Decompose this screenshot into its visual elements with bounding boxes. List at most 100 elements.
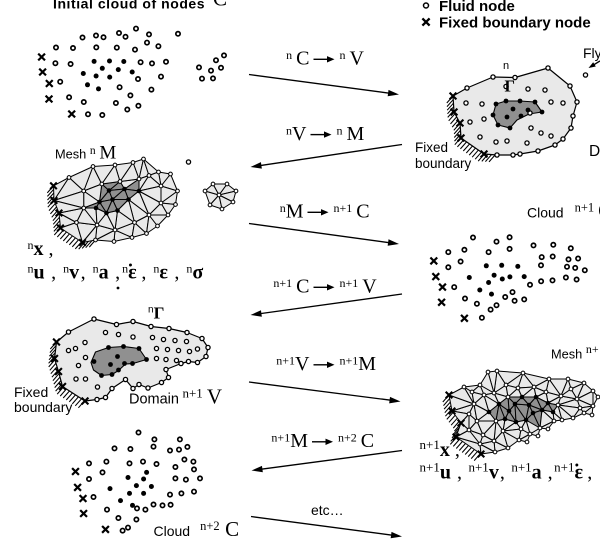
fixed-boundary-node-marker — [50, 354, 59, 363]
fluid-node-marker — [463, 100, 469, 106]
label-fixed-boundary-n1V2: boundary — [14, 399, 72, 415]
fixed-boundary-node-marker — [101, 525, 110, 534]
text-part: C — [225, 517, 239, 541]
fluid-node-marker — [485, 249, 492, 256]
arrow-nV-nM-shaft — [259, 143, 403, 167]
fluid-node-marker — [155, 223, 160, 229]
interior-node-marker — [495, 122, 501, 128]
interior-node-marker — [532, 99, 538, 105]
interior-node-marker — [122, 361, 127, 366]
interior-node-marker — [526, 402, 532, 408]
fluid-node-marker — [530, 242, 537, 249]
fluid-node-marker — [562, 274, 569, 281]
fluid-node-marker — [224, 181, 230, 187]
interior-node-marker — [477, 287, 483, 293]
interior-node-marker — [107, 74, 113, 80]
text-part: C — [357, 430, 374, 452]
hatch-stroke — [71, 396, 80, 405]
hatch-stroke — [48, 202, 56, 211]
fluid-node-marker — [567, 245, 574, 252]
interior-node-marker — [504, 114, 510, 120]
stray-dot — [116, 286, 120, 290]
interior-node-marker — [93, 73, 99, 79]
text-part: C — [292, 48, 309, 70]
fluid-node-marker — [126, 460, 133, 467]
fluid-node-marker — [518, 426, 524, 432]
fluid-node-marker — [66, 175, 72, 180]
hatch-stroke — [485, 153, 493, 162]
fluid-node-marker — [74, 220, 79, 225]
fluid-node-marker — [80, 98, 87, 105]
fluid-node-marker — [190, 458, 197, 465]
fluid-node-marker — [149, 334, 156, 341]
text-part: , — [110, 262, 120, 284]
label-n1V-n1M-from: n+1V — [276, 353, 310, 375]
interior-node-marker — [525, 107, 531, 113]
fluid-node-marker — [148, 323, 154, 330]
fluid-node-marker — [570, 113, 576, 119]
text-part: n+1 — [340, 276, 359, 290]
mesh-triangle — [560, 388, 578, 400]
fixed-boundary-node-marker — [448, 91, 458, 101]
arrow-nC-nV — [248, 73, 399, 97]
fluid-node-marker — [142, 506, 149, 513]
interior-node-marker — [108, 362, 113, 367]
hatch-stroke — [71, 239, 80, 248]
label-n1M-n2C-from: n+1M — [271, 430, 308, 452]
text-part: a — [532, 462, 542, 484]
fluid-node-marker — [167, 501, 174, 508]
fluid-node-marker — [158, 183, 164, 189]
fluid-node-marker — [477, 382, 483, 388]
hatch-stroke — [453, 129, 462, 138]
fluid-node-marker — [487, 306, 494, 313]
text-part: C — [598, 199, 600, 223]
fluid-node-marker — [219, 206, 225, 212]
fluid-node-marker — [196, 64, 203, 71]
fluid-node-marker — [493, 238, 500, 245]
fluid-node-marker — [451, 284, 458, 291]
fluid-node-marker — [538, 254, 545, 261]
interior-node-marker — [141, 476, 147, 482]
fluid-node-marker — [213, 57, 220, 64]
fluid-node-marker — [163, 58, 170, 65]
text-part: n+ — [586, 342, 599, 356]
hatch-stroke — [481, 153, 489, 162]
fluid-node-marker — [545, 426, 551, 432]
fluid-node-marker — [445, 264, 452, 271]
domain-nV-nodes — [448, 65, 580, 159]
interior-node-marker — [122, 186, 127, 192]
mesh-flying-subdomain-nodes — [202, 181, 239, 212]
text-part: n — [153, 262, 159, 276]
fixed-boundary-node-marker — [45, 79, 54, 88]
fluid-node-marker — [512, 74, 518, 81]
fluid-node-marker — [565, 256, 572, 263]
legend-item-fluid-node: Fluid node — [422, 0, 515, 15]
mesh-triangle — [498, 396, 510, 412]
hatch-stroke — [53, 223, 61, 232]
fluid-node-marker — [503, 83, 509, 90]
hatch-stroke — [474, 151, 483, 160]
interior-node-marker — [491, 272, 497, 278]
fluid-node-marker — [178, 360, 184, 367]
mesh-triangle — [101, 164, 121, 185]
mesh-triangle — [138, 185, 162, 204]
cloud-initial — [37, 25, 228, 119]
fluid-node-marker — [112, 162, 118, 168]
interior-node-marker — [507, 274, 513, 280]
interior-node-marker — [121, 59, 127, 64]
text-part: , — [81, 262, 91, 284]
text-part: M — [96, 143, 117, 164]
fluid-node-marker — [130, 318, 136, 325]
text-part: x — [34, 238, 44, 260]
hatch-stroke — [49, 348, 57, 357]
interior-node-marker — [99, 373, 104, 378]
text-part: n — [90, 145, 96, 157]
fluid-node-marker — [479, 101, 485, 107]
interior-node-marker — [530, 410, 536, 416]
fixed-boundary-node-marker — [479, 149, 489, 159]
fluid-node-marker — [155, 43, 162, 50]
fluid-node-marker — [65, 329, 72, 335]
fluid-node-marker — [595, 394, 600, 400]
